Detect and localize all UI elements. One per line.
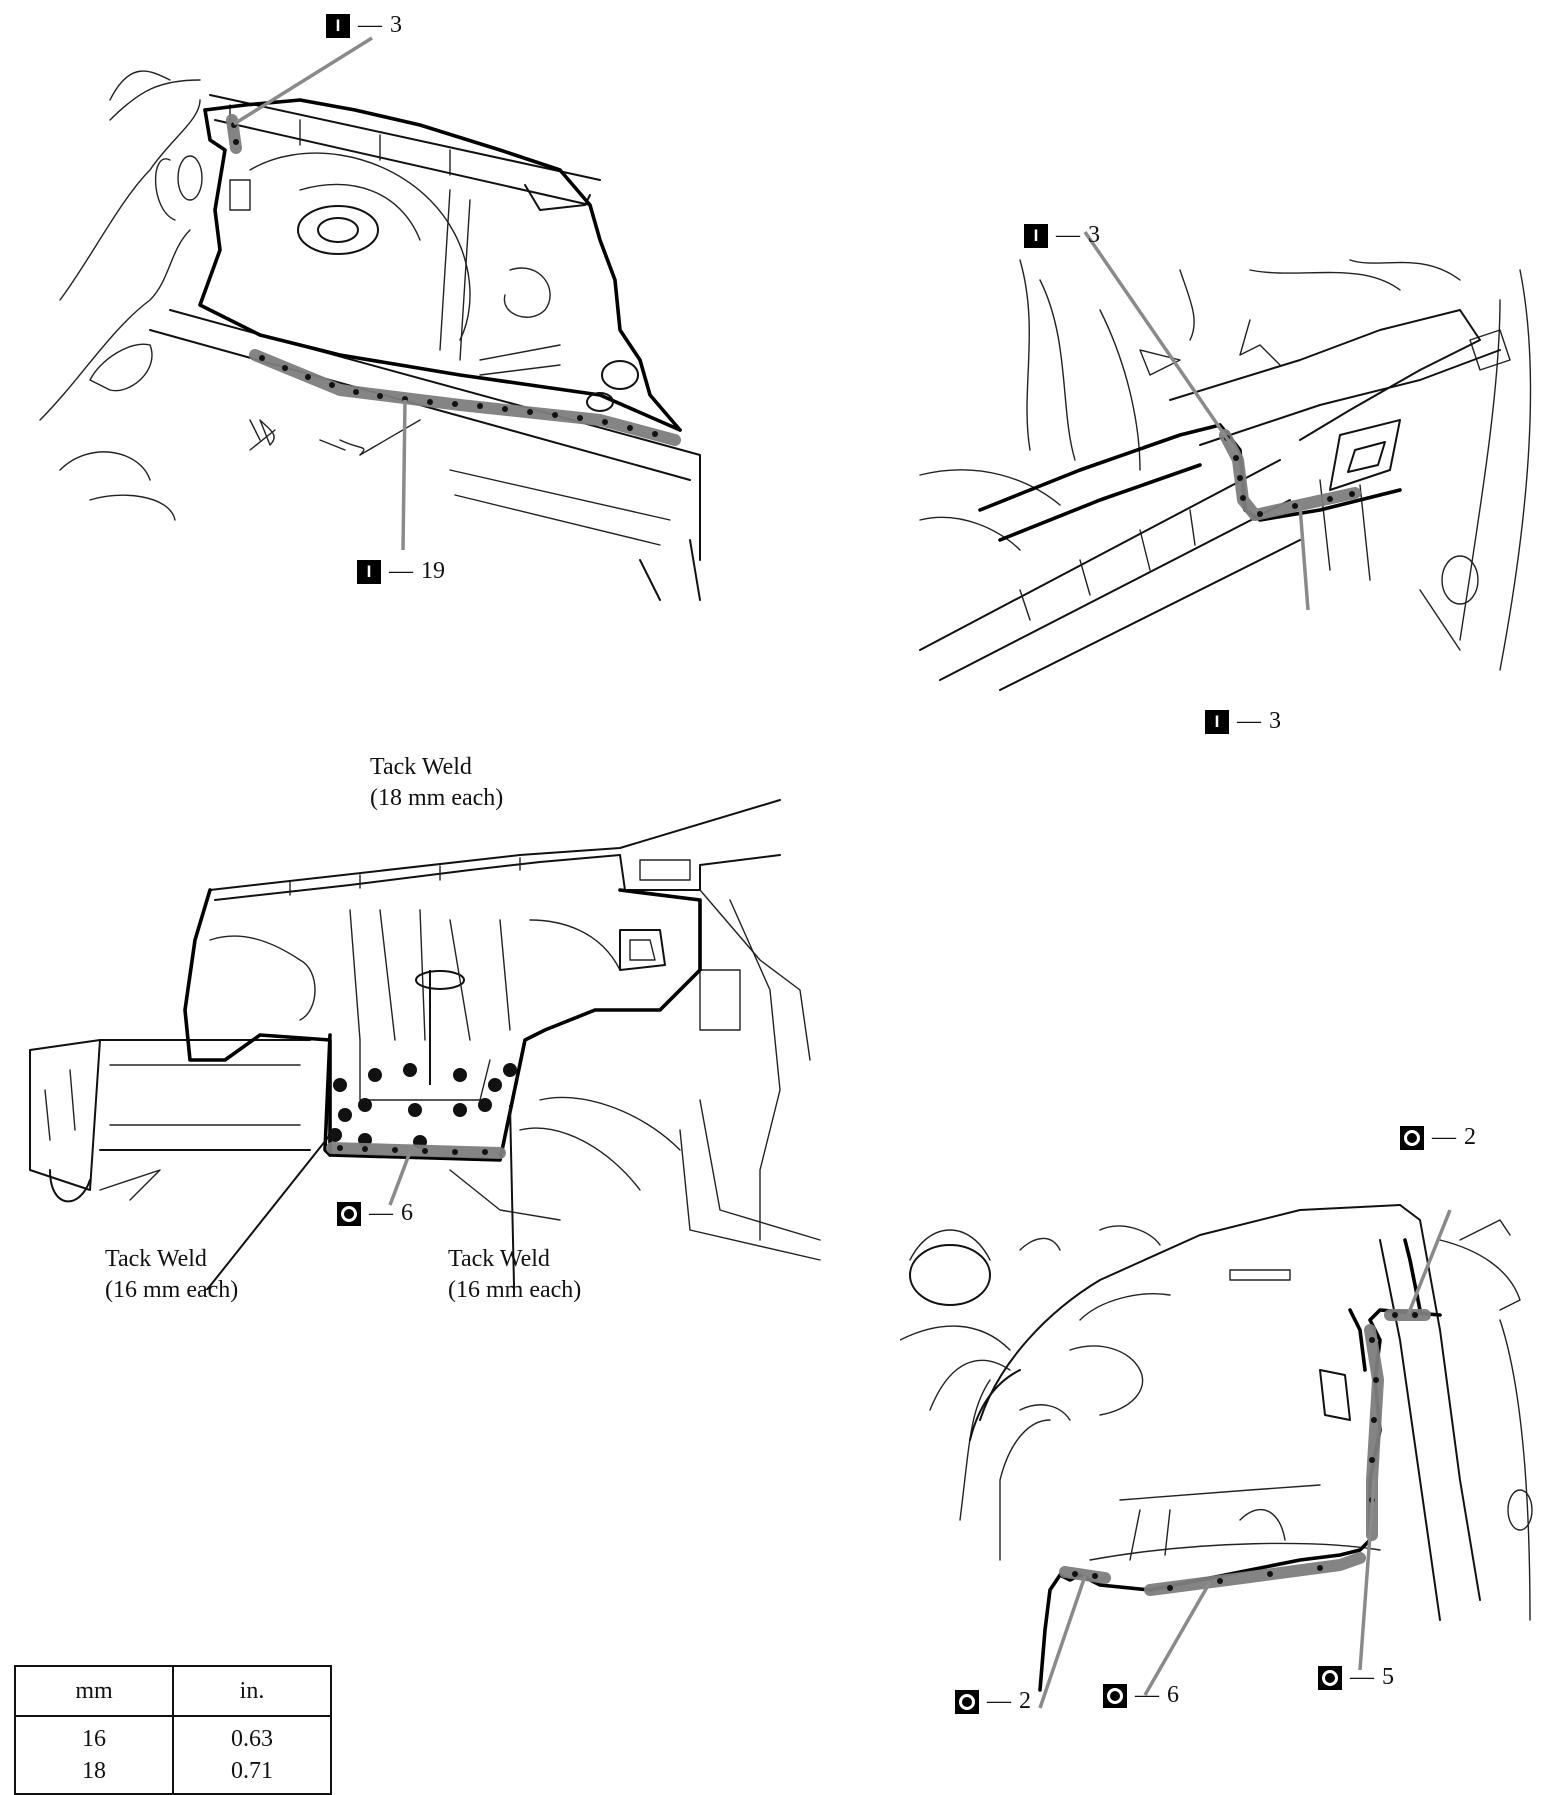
spot-weld-symbol: I: [357, 559, 381, 584]
table-header-row: mm in.: [14, 1665, 332, 1717]
diagram-panel-2: [900, 210, 1560, 730]
weld-callout-p1-bottom: I — 19: [357, 558, 445, 585]
weld-callout-p2-top: I — 3: [1024, 222, 1100, 249]
weld-count: 19: [421, 558, 445, 584]
note-line: (16 mm each): [448, 1277, 582, 1303]
column-header-mm: mm: [14, 1665, 174, 1717]
table-row: 16 18 0.63 0.71: [14, 1715, 332, 1795]
in-value: 0.71: [231, 1758, 273, 1784]
in-value: 0.63: [231, 1726, 273, 1752]
mig-weld-ring-icon: [341, 1205, 357, 1222]
weld-callout-p3-bottom: — 6: [337, 1200, 413, 1227]
weld-count: 2: [1019, 1688, 1031, 1714]
weld-callout-p4-bottom-right: — 5: [1318, 1664, 1394, 1691]
callout-dash: —: [1135, 1682, 1159, 1708]
callout-dash: —: [1432, 1124, 1456, 1150]
weld-count: 5: [1382, 1664, 1394, 1690]
mig-weld-symbol: [1103, 1683, 1127, 1708]
weld-spot-row: [337, 1145, 488, 1155]
weld-count: 6: [1167, 1682, 1179, 1708]
tack-weld-marks: [328, 1063, 517, 1149]
panel-2-drawing: [919, 231, 1532, 691]
unit-conversion-table: mm in. 16 18 0.63 0.71: [14, 1665, 332, 1795]
note-line: Tack Weld: [105, 1246, 207, 1272]
mig-weld-symbol: [1318, 1665, 1342, 1690]
mig-weld-ring-icon: [1107, 1687, 1123, 1704]
note-line: (18 mm each): [370, 785, 504, 811]
mig-weld-ring-icon: [1404, 1129, 1420, 1146]
note-line: Tack Weld: [370, 754, 472, 780]
diagram-panel-1: [0, 0, 800, 620]
panel-4-drawing: [900, 1204, 1533, 1709]
mig-weld-symbol: [955, 1689, 979, 1714]
tack-weld-note-top: Tack Weld (18 mm each): [370, 752, 503, 814]
mig-weld-symbol: [1400, 1125, 1424, 1150]
mm-values-cell: 16 18: [14, 1715, 174, 1795]
panel-1-drawing: [39, 36, 701, 601]
weld-count: 2: [1464, 1124, 1476, 1150]
note-line: Tack Weld: [448, 1246, 550, 1272]
tack-weld-note-right: Tack Weld (16 mm each): [448, 1244, 581, 1306]
callout-dash: —: [1350, 1664, 1374, 1690]
weld-callout-p1-top: I — 3: [326, 12, 402, 39]
note-line: (16 mm each): [105, 1277, 239, 1303]
in-values-cell: 0.63 0.71: [172, 1715, 332, 1795]
weld-count: 3: [1088, 222, 1100, 248]
spot-weld-symbol: I: [326, 13, 350, 38]
callout-dash: —: [987, 1688, 1011, 1714]
weld-count: 3: [390, 12, 402, 38]
callout-dash: —: [358, 12, 382, 38]
weld-callout-p4-top: — 2: [1400, 1124, 1476, 1151]
weld-count: 6: [401, 1200, 413, 1226]
panel-3-drawing: [29, 799, 821, 1290]
diagram-panel-3: [0, 770, 840, 1290]
mig-weld-symbol: [337, 1201, 361, 1226]
mm-value: 16: [82, 1726, 106, 1752]
tack-weld-note-left: Tack Weld (16 mm each): [105, 1244, 238, 1306]
mm-value: 18: [82, 1758, 106, 1784]
weld-callout-p2-bottom: I — 3: [1205, 708, 1281, 735]
weld-callout-p4-bottom-mid: — 6: [1103, 1682, 1179, 1709]
mig-weld-ring-icon: [1322, 1669, 1338, 1686]
spot-weld-symbol: I: [1205, 709, 1229, 734]
weld-count: 3: [1269, 708, 1281, 734]
mig-weld-ring-icon: [959, 1693, 975, 1710]
weld-callout-p4-bottom-left: — 2: [955, 1688, 1031, 1715]
diagram-panel-4: [900, 1180, 1560, 1740]
callout-dash: —: [1237, 708, 1261, 734]
callout-dash: —: [389, 558, 413, 584]
callout-dash: —: [1056, 222, 1080, 248]
callout-dash: —: [369, 1200, 393, 1226]
spot-weld-symbol: I: [1024, 223, 1048, 248]
column-header-in: in.: [172, 1665, 332, 1717]
